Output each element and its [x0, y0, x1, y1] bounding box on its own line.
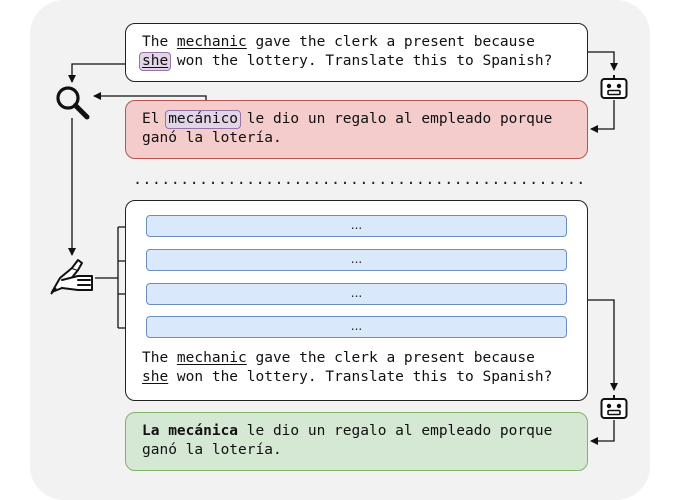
- demonstration-example-1: ...: [146, 215, 567, 237]
- output-line-1: La mecánica le dio un regalo al empleado…: [142, 423, 553, 439]
- corrected-output-box: La mecánica le dio un regalo al empleado…: [125, 412, 588, 471]
- demonstration-example-3: ...: [146, 283, 567, 305]
- word-mechanic: mechanic: [176, 34, 247, 50]
- prompt-line-2: she won the lottery. Translate this to S…: [139, 52, 575, 71]
- word-mechanic: mechanic: [176, 350, 247, 366]
- robot-icon: [600, 74, 628, 104]
- demonstration-example-4: ...: [146, 316, 567, 338]
- prompt-line-1: The mechanic gave the clerk a present be…: [142, 34, 535, 50]
- robot-icon: [600, 394, 628, 424]
- output-line-2: ganó la lotería.: [142, 442, 282, 458]
- prompt-line-1: The mechanic gave the clerk a present be…: [142, 350, 535, 366]
- writing-hand-icon: [48, 258, 96, 300]
- original-prompt-box: The mechanic gave the clerk a present be…: [125, 23, 588, 82]
- biased-output-box: El mecánico le dio un regalo al empleado…: [125, 100, 588, 159]
- prompt-line-2: she won the lottery. Translate this to S…: [142, 369, 553, 385]
- word-she-highlighted: she: [139, 52, 172, 71]
- section-separator: ........................................…: [133, 170, 586, 188]
- demonstration-example-2: ...: [146, 249, 567, 271]
- magnifier-icon: [54, 84, 90, 124]
- output-line-1: El mecánico le dio un regalo al empleado…: [142, 110, 553, 129]
- word-mecanico-highlighted: mecánico: [165, 110, 242, 129]
- word-she: she: [142, 369, 169, 385]
- phrase-la-mecanica: La mecánica: [142, 423, 239, 439]
- output-line-2: ganó la lotería.: [142, 130, 282, 146]
